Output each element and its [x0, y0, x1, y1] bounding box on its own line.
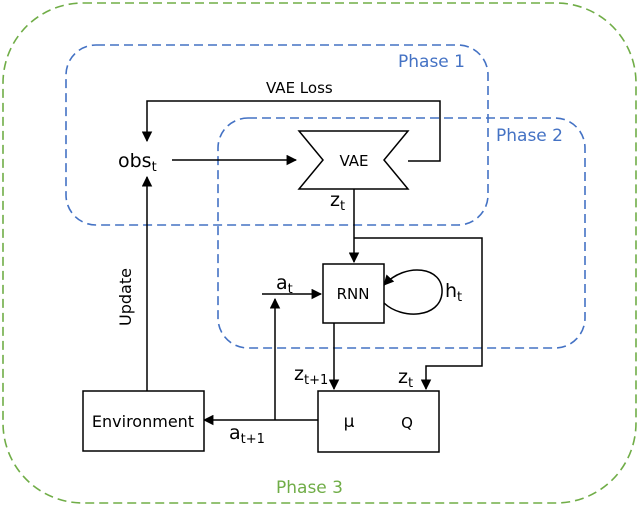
a-next-base: a [229, 422, 241, 444]
z-direct-base: z [398, 366, 408, 388]
rnn-block [322, 263, 385, 324]
phase-1-region [65, 44, 489, 226]
z-next-base: z [294, 363, 304, 385]
phase-2-label: Phase 2 [496, 126, 563, 146]
z-direct-sub: t [408, 376, 413, 391]
controller-block [317, 390, 440, 453]
obs-sub: t [152, 160, 157, 175]
obs-node: obst [118, 150, 157, 175]
phase-3-label: Phase 3 [276, 478, 343, 498]
vae-block [297, 130, 410, 190]
z-direct-label: zt [398, 366, 413, 391]
h-sub: t [457, 290, 462, 305]
h-base: h [445, 280, 457, 302]
phase-2-region [217, 117, 586, 349]
z-next-sub: t+1 [304, 373, 328, 388]
z-direct-arrow [354, 237, 483, 391]
vae-loss-label: VAE Loss [266, 79, 333, 97]
environment-block [82, 390, 205, 452]
z-vae-sub: t [340, 199, 345, 214]
a-next-sub: t+1 [241, 432, 265, 447]
a-in-sub: t [288, 282, 293, 297]
phase-1-label: Phase 1 [398, 52, 465, 72]
hidden-state-loop [383, 269, 443, 315]
a-in-label: at [276, 272, 293, 297]
z-next-label: zt+1 [294, 363, 328, 388]
environment-label: Environment [92, 412, 194, 431]
mu-label: μ [344, 412, 355, 432]
z-vae-base: z [330, 189, 340, 211]
rnn-label: RNN [337, 285, 370, 303]
h-label: ht [445, 280, 462, 305]
update-label: Update [116, 268, 135, 326]
a-next-label: at+1 [229, 422, 265, 447]
vae-loss-arrow [141, 100, 441, 162]
vae-label: VAE [339, 152, 368, 170]
a-in-base: a [276, 272, 288, 294]
obs-base: obs [118, 150, 152, 172]
z-vae-label: zt [330, 189, 345, 214]
q-label: Q [401, 414, 413, 432]
